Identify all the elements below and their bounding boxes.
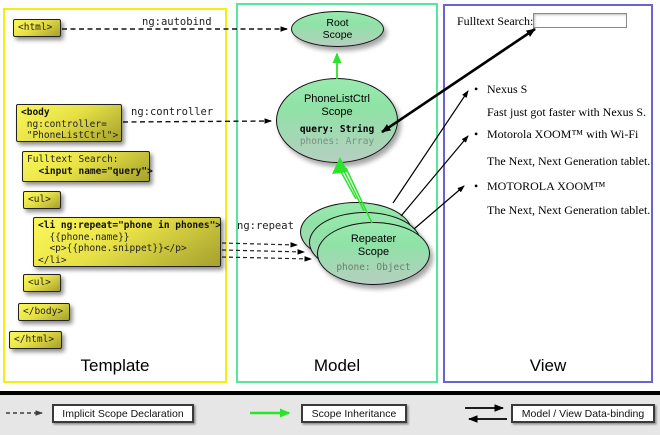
model-panel-label: Model <box>313 356 361 375</box>
repeater-scope-title-line2: Scope <box>357 245 390 258</box>
bullet-icon: • <box>474 179 479 193</box>
legend-databinding-box: Model / View Data-binding <box>511 404 655 423</box>
plc-scope-title-line2: Scope <box>321 106 353 119</box>
fulltext-search-box: Fulltext Search: <input name="query"> <box>22 151 153 182</box>
li-repeat-box: <li ng:repeat="phone in phones"> {{phone… <box>33 217 221 267</box>
li-repeat-line3: <p>{{phone.snippet}}</p> <box>38 243 187 255</box>
li-repeat-line2: {{phone.name}} <box>38 231 130 243</box>
phone-item-title-text: MOTOROLA XOOM™ <box>487 179 606 193</box>
template-panel-label: Template <box>80 356 150 375</box>
plc-scope-prop-phones: phones: Array <box>299 135 375 147</box>
bullet-icon: • <box>474 82 479 96</box>
fulltext-search-input[interactable] <box>533 13 627 28</box>
legend-divider-line <box>0 391 660 395</box>
bullet-icon: • <box>474 127 479 141</box>
phonelistctrl-scope-ellipse: PhoneListCtrl Scope query: String phones… <box>276 78 398 163</box>
ng-autobind-label: ng:autobind <box>142 16 212 28</box>
fulltext-search-label: Fulltext Search: <box>457 14 534 28</box>
fulltext-box-line1: Fulltext Search: <box>27 154 119 165</box>
phone-item-title: • MOTOROLA XOOM™ <box>474 179 606 194</box>
body-close-box: </body> <box>18 303 70 321</box>
repeater-scope-prop-phone: phone: Object <box>336 262 411 274</box>
repeater-scope-ellipse: Repeater Scope phone: Object <box>317 222 430 285</box>
html-open-box: <html> <box>13 19 61 37</box>
li-repeat-line4: </li> <box>38 254 67 266</box>
phone-item-desc: The Next, Next Generation tablet. <box>487 203 651 217</box>
body-open-box: <body ng:controller= "PhoneListCtrl"> <box>16 104 122 142</box>
repeater-scope-title-line1: Repeater <box>350 232 397 245</box>
phone-item-desc: The Next, Next Generation tablet. <box>487 154 651 168</box>
legend-inheritance-box: Scope Inheritance <box>301 404 407 423</box>
root-scope-title-line2: Scope <box>322 29 353 41</box>
phone-item-title: • Motorola XOOM™ with Wi-Fi <box>474 127 638 142</box>
view-panel-label: View <box>529 356 567 375</box>
body-open-line2: ng:controller= <box>21 118 107 130</box>
root-scope-ellipse: Root Scope <box>291 11 384 47</box>
li-repeat-line1: <li ng:repeat="phone in phones"> <box>38 220 222 231</box>
phone-item-title-text: Motorola XOOM™ with Wi-Fi <box>487 127 639 141</box>
model-panel: Model <box>236 3 438 383</box>
ul-open-box: <ul> <box>23 191 61 209</box>
phone-item-desc: Fast just got faster with Nexus S. <box>487 105 646 119</box>
html-close-box: </html> <box>9 331 62 349</box>
plc-scope-title-line1: PhoneListCtrl <box>303 93 371 106</box>
plc-scope-prop-query: query: String <box>299 123 375 135</box>
phone-item-title: • Nexus S <box>474 82 527 97</box>
phone-item-title-text: Nexus S <box>487 82 528 96</box>
root-scope-title-line1: Root <box>326 16 349 29</box>
legend-implicit-box: Implicit Scope Declaration <box>52 404 194 423</box>
ul-close-box: <ul> <box>23 274 61 292</box>
body-open-line1: <body <box>21 107 50 118</box>
ng-controller-label: ng:controller <box>131 106 214 118</box>
body-open-line3: "PhoneListCtrl"> <box>21 130 119 142</box>
ng-repeat-label: ng:repeat <box>237 220 294 232</box>
fulltext-box-line2: <input name="query"> <box>27 165 153 177</box>
